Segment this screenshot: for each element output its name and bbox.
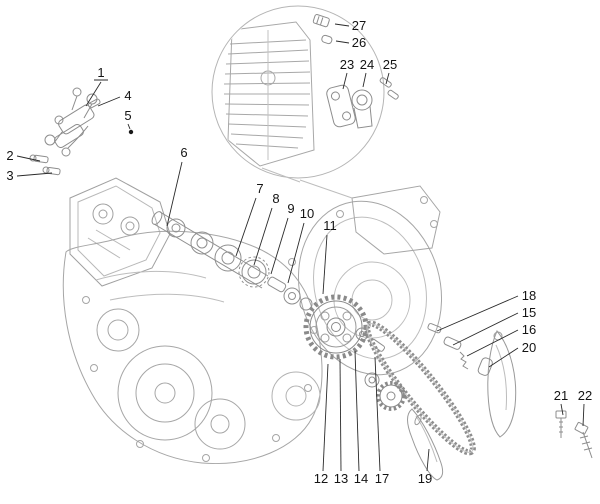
callout-label-14: 14: [354, 471, 368, 486]
callout-leader-19: [426, 448, 430, 472]
callout-leader-9: [270, 217, 289, 275]
cylinder-head-detail: [211, 5, 385, 179]
gasket-and-fitting-parts: [326, 77, 399, 129]
callout-label-15: 15: [522, 305, 536, 320]
right-crankcase-cover: [261, 167, 443, 376]
callout-leader-4: [97, 96, 121, 107]
callout-label-9: 9: [287, 201, 294, 216]
callout-leader-11: [322, 234, 328, 295]
callout-label-27: 27: [352, 18, 366, 33]
timing-chain: [364, 320, 476, 456]
oil-pipe-assembly: [29, 87, 101, 176]
callout-leader-6: [166, 161, 183, 227]
tensioner-blade: [487, 330, 517, 438]
callout-label-6: 6: [180, 145, 187, 160]
callout-leader-24: [362, 72, 367, 88]
callout-label-21: 21: [554, 388, 568, 403]
callout-leader-12: [322, 363, 329, 472]
drive-sprocket: [376, 381, 406, 411]
callout-leader-23: [342, 72, 348, 90]
callout-label-7: 7: [256, 181, 263, 196]
callout-label-5: 5: [124, 108, 131, 123]
callout-label-1: 1: [97, 65, 104, 80]
callout-leader-16: [466, 329, 519, 357]
callout-leader-7: [235, 197, 257, 257]
callout-leader-18: [436, 295, 519, 332]
callout-label-2: 2: [6, 148, 13, 163]
callout-label-23: 23: [340, 57, 354, 72]
callout-dot-5: [128, 129, 134, 135]
callout-leader-2: [16, 155, 41, 162]
callout-label-16: 16: [522, 322, 536, 337]
callout-leader-27: [334, 23, 350, 27]
callout-leader-22: [582, 403, 585, 427]
crankcase: [62, 230, 323, 465]
callout-leader-5: [127, 123, 131, 130]
callout-label-11: 11: [323, 218, 337, 233]
callout-label-26: 26: [352, 35, 366, 50]
callout-leader-8: [253, 207, 273, 266]
callout-label-12: 12: [314, 471, 328, 486]
callout-label-10: 10: [300, 206, 314, 221]
callout-leader-17: [374, 356, 381, 472]
tensioner-parts: [427, 323, 493, 376]
callout-leader-10: [287, 222, 305, 284]
callout-label-3: 3: [6, 168, 13, 183]
callout-label-13: 13: [334, 471, 348, 486]
callout-leader-20: [488, 347, 519, 368]
callout-leader-3: [16, 172, 53, 177]
callout-leader-15: [452, 312, 519, 346]
chain-guide: [407, 408, 444, 481]
callout-leader-21: [560, 403, 564, 416]
callout-label-4: 4: [124, 88, 131, 103]
callout-leader-13: [339, 358, 342, 472]
callout-label-24: 24: [360, 57, 374, 72]
camshaft-assembly: [151, 211, 313, 311]
callout-label-20: 20: [522, 340, 536, 355]
breather-plug-parts: [312, 14, 333, 45]
callout-label-17: 17: [375, 471, 389, 486]
callout-label-18: 18: [522, 288, 536, 303]
callout-label-25: 25: [383, 57, 397, 72]
callout-label-22: 22: [578, 388, 592, 403]
callout-leader-1: [85, 81, 102, 107]
callout-label-19: 19: [418, 471, 432, 486]
callout-label-8: 8: [272, 191, 279, 206]
mounting-bolts: [555, 410, 593, 459]
callout-leader-25: [385, 72, 390, 85]
callout-leader-14: [354, 350, 360, 472]
callout-leader-26: [335, 40, 350, 44]
